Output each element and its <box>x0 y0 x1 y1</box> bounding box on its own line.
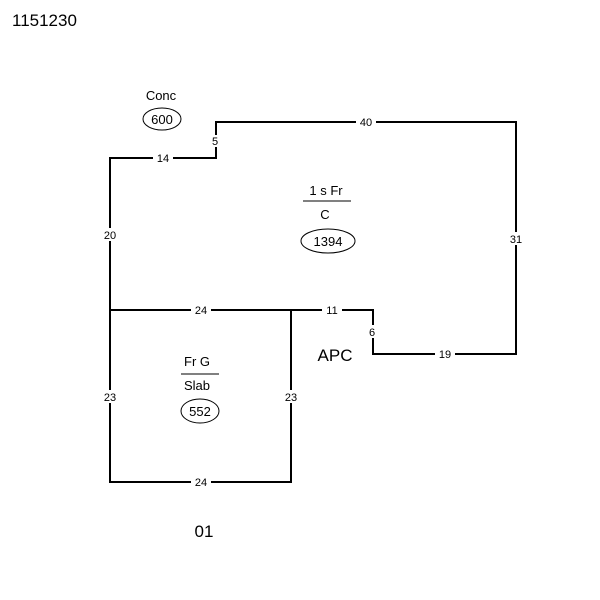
dim-garage-bottom: 24 <box>195 477 207 489</box>
dim-right: 31 <box>510 234 522 246</box>
area-house-name-bottom: C <box>320 207 329 222</box>
dim-step-vertical: 5 <box>212 136 218 148</box>
sketch-id: 1151230 <box>12 11 77 30</box>
house-outline <box>109 121 517 355</box>
area-house-name-top: 1 s Fr <box>309 183 343 198</box>
dim-notch: 6 <box>369 327 375 339</box>
dim-garage-right: 23 <box>285 392 297 404</box>
dim-bottom-right: 19 <box>439 349 451 361</box>
area-conc-name: Conc <box>146 88 177 103</box>
area-conc-sqft: 600 <box>151 112 173 127</box>
dim-middle-right: 11 <box>326 305 337 317</box>
area-house-sqft: 1394 <box>314 234 343 249</box>
dim-left-upper: 20 <box>104 230 116 242</box>
garage-outline <box>109 310 292 483</box>
dim-middle: 24 <box>195 305 207 317</box>
dim-step-horizontal: 14 <box>157 153 169 165</box>
dim-top: 40 <box>360 117 372 129</box>
area-garage-sqft: 552 <box>189 404 211 419</box>
card-number: 01 <box>195 522 214 541</box>
apc-label: APC <box>318 346 353 365</box>
area-garage-name-bottom: Slab <box>184 378 210 393</box>
dim-left-lower: 23 <box>104 392 116 404</box>
area-garage-name-top: Fr G <box>184 354 210 369</box>
